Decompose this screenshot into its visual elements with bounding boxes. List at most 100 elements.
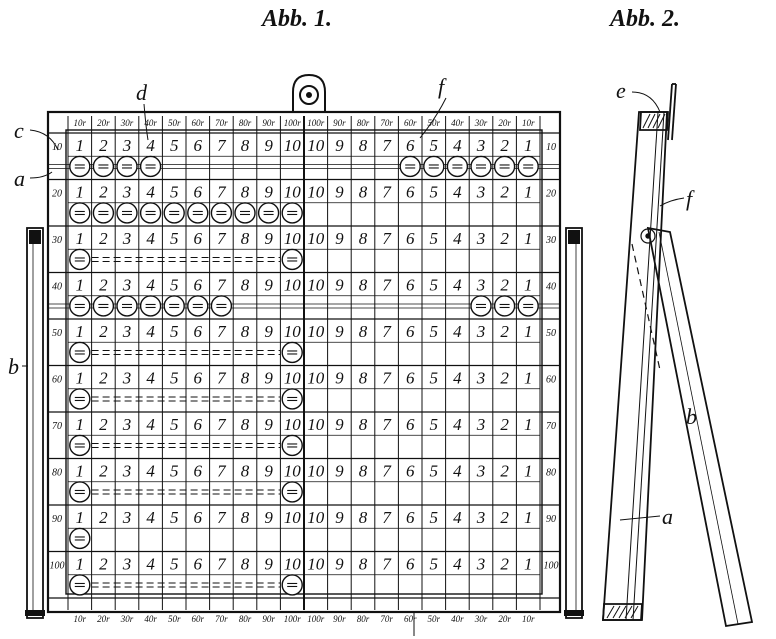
cell-number: 10 — [284, 415, 302, 434]
cell-number: 8 — [241, 322, 250, 341]
row-label-right: 10 — [546, 142, 556, 153]
cell-number: 5 — [430, 462, 439, 481]
cell-number: 9 — [335, 369, 344, 388]
bottom-scale-label: 10r — [74, 614, 87, 624]
cell-number: 4 — [453, 229, 462, 248]
cell-number: 4 — [453, 462, 462, 481]
cell-number: 6 — [406, 322, 415, 341]
cell-number: 4 — [453, 555, 462, 574]
cell-number: 5 — [170, 229, 179, 248]
cell-number: 8 — [359, 276, 368, 295]
cell-number: 10 — [307, 462, 325, 481]
cell-number: 1 — [524, 508, 533, 527]
cell-number: 8 — [241, 183, 250, 202]
cell-number: 9 — [264, 369, 273, 388]
bead-icon — [517, 155, 539, 178]
cell-number: 3 — [476, 322, 486, 341]
cell-number: 2 — [500, 229, 509, 248]
cell-number: 8 — [359, 322, 368, 341]
cell-number: 3 — [476, 415, 486, 434]
right-stand-leg — [565, 227, 583, 619]
bead-icon — [210, 295, 233, 317]
cell-number: 2 — [99, 322, 108, 341]
cell-number: 4 — [453, 508, 462, 527]
cell-number: 6 — [194, 276, 203, 295]
cell-number: 8 — [359, 136, 368, 155]
label-c: c — [14, 118, 24, 143]
cell-number: 4 — [453, 136, 462, 155]
cell-number: 6 — [194, 555, 203, 574]
cell-number: 4 — [146, 462, 155, 481]
cell-number: 3 — [122, 276, 132, 295]
cell-number: 10 — [307, 229, 325, 248]
cell-number: 2 — [99, 462, 108, 481]
cell-number: 5 — [170, 369, 179, 388]
cell-number: 3 — [122, 369, 132, 388]
cell-number: 1 — [76, 555, 85, 574]
cell-number: 1 — [524, 462, 533, 481]
cell-number: 10 — [307, 183, 325, 202]
label-a-side: a — [662, 504, 673, 529]
cell-number: 1 — [76, 183, 85, 202]
cell-number: 2 — [99, 276, 108, 295]
bead-icon — [281, 574, 303, 596]
cell-number: 2 — [99, 555, 108, 574]
top-scale-label: 90r — [333, 118, 346, 128]
cell-number: 8 — [241, 462, 250, 481]
cell-number: 9 — [335, 322, 344, 341]
cell-number: 7 — [382, 229, 392, 248]
cell-number: 3 — [122, 229, 132, 248]
cell-number: 8 — [241, 415, 250, 434]
cell-number: 10 — [284, 555, 302, 574]
cell-number: 3 — [122, 462, 132, 481]
row-label-right: 100 — [544, 561, 559, 572]
left-stand-leg — [26, 227, 44, 619]
top-scale-label: 30r — [120, 118, 134, 128]
row-label-right: 60 — [546, 375, 556, 386]
cell-number: 3 — [122, 136, 132, 155]
bead-icon — [163, 295, 185, 317]
cell-number: 1 — [76, 229, 85, 248]
row-label-right: 20 — [546, 189, 556, 200]
top-scale-label: 40r — [451, 118, 464, 128]
board-profile — [602, 111, 668, 621]
top-scale-label: 10r — [522, 118, 535, 128]
hinge-icon — [640, 228, 656, 244]
bead-icon — [281, 388, 303, 410]
row-label-right: 80 — [546, 468, 556, 479]
bottom-scale-label: 50r — [428, 614, 441, 624]
cell-number: 7 — [382, 183, 392, 202]
top-scale-label: 90r — [262, 118, 275, 128]
bead-icon — [187, 202, 209, 224]
cell-number: 1 — [524, 369, 533, 388]
cell-number: 10 — [307, 322, 325, 341]
cell-number: 3 — [476, 555, 486, 574]
cell-number: 7 — [217, 136, 227, 155]
cell-number: 1 — [76, 322, 85, 341]
bottom-scale-label: 10r — [522, 614, 535, 624]
cell-number: 2 — [99, 508, 108, 527]
cell-number: 6 — [406, 229, 415, 248]
label-b-side: b — [686, 404, 697, 429]
bead-icon — [139, 295, 162, 317]
bottom-scale-label: 50r — [168, 614, 181, 624]
cell-number: 5 — [170, 183, 179, 202]
top-scale-label: 30r — [474, 118, 488, 128]
cell-number: 1 — [76, 369, 85, 388]
cell-number: 2 — [500, 322, 509, 341]
bead-icon — [69, 574, 91, 596]
cell-number: 8 — [241, 229, 250, 248]
bead-icon — [116, 155, 138, 178]
cell-number: 6 — [406, 415, 415, 434]
bead-icon — [257, 202, 280, 224]
top-scale-label: 100r — [284, 118, 302, 128]
cell-number: 9 — [335, 183, 344, 202]
cell-number: 10 — [284, 276, 302, 295]
cell-number: 7 — [217, 229, 227, 248]
bead-icon — [470, 295, 492, 317]
cell-number: 10 — [284, 136, 302, 155]
cell-number: 9 — [264, 136, 273, 155]
bead-icon — [92, 155, 115, 178]
cell-number: 7 — [217, 508, 227, 527]
bottom-scale-label: 30r — [120, 614, 134, 624]
